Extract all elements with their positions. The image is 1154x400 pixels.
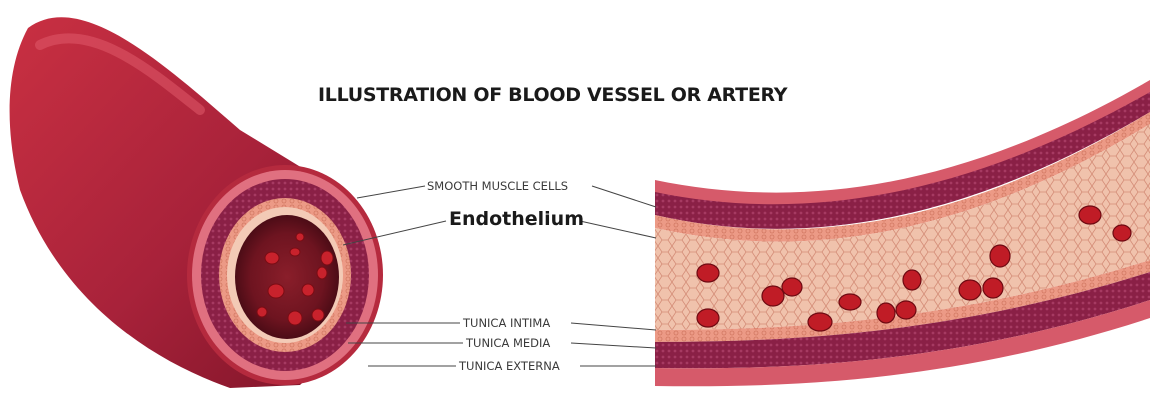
leader-smooth-muscle [357, 186, 425, 198]
label-tunica-externa: TUNICA EXTERNA [459, 359, 560, 373]
label-smooth-muscle-cells: SMOOTH MUSCLE CELLS [427, 179, 568, 193]
page-title: ILLUSTRATION OF BLOOD VESSEL OR ARTERY [318, 84, 787, 106]
label-endothelium: Endothelium [449, 208, 584, 230]
longitudinal-vessel [655, 80, 1150, 386]
leader-tunica-media-right [571, 343, 656, 348]
leader-endothelium-right [580, 221, 656, 238]
cross-section-vessel [10, 17, 383, 388]
label-tunica-intima: TUNICA INTIMA [463, 316, 550, 330]
label-tunica-media: TUNICA MEDIA [466, 336, 550, 350]
leader-tunica-intima-right [571, 323, 656, 330]
leader-smooth-muscle-right [592, 186, 656, 207]
